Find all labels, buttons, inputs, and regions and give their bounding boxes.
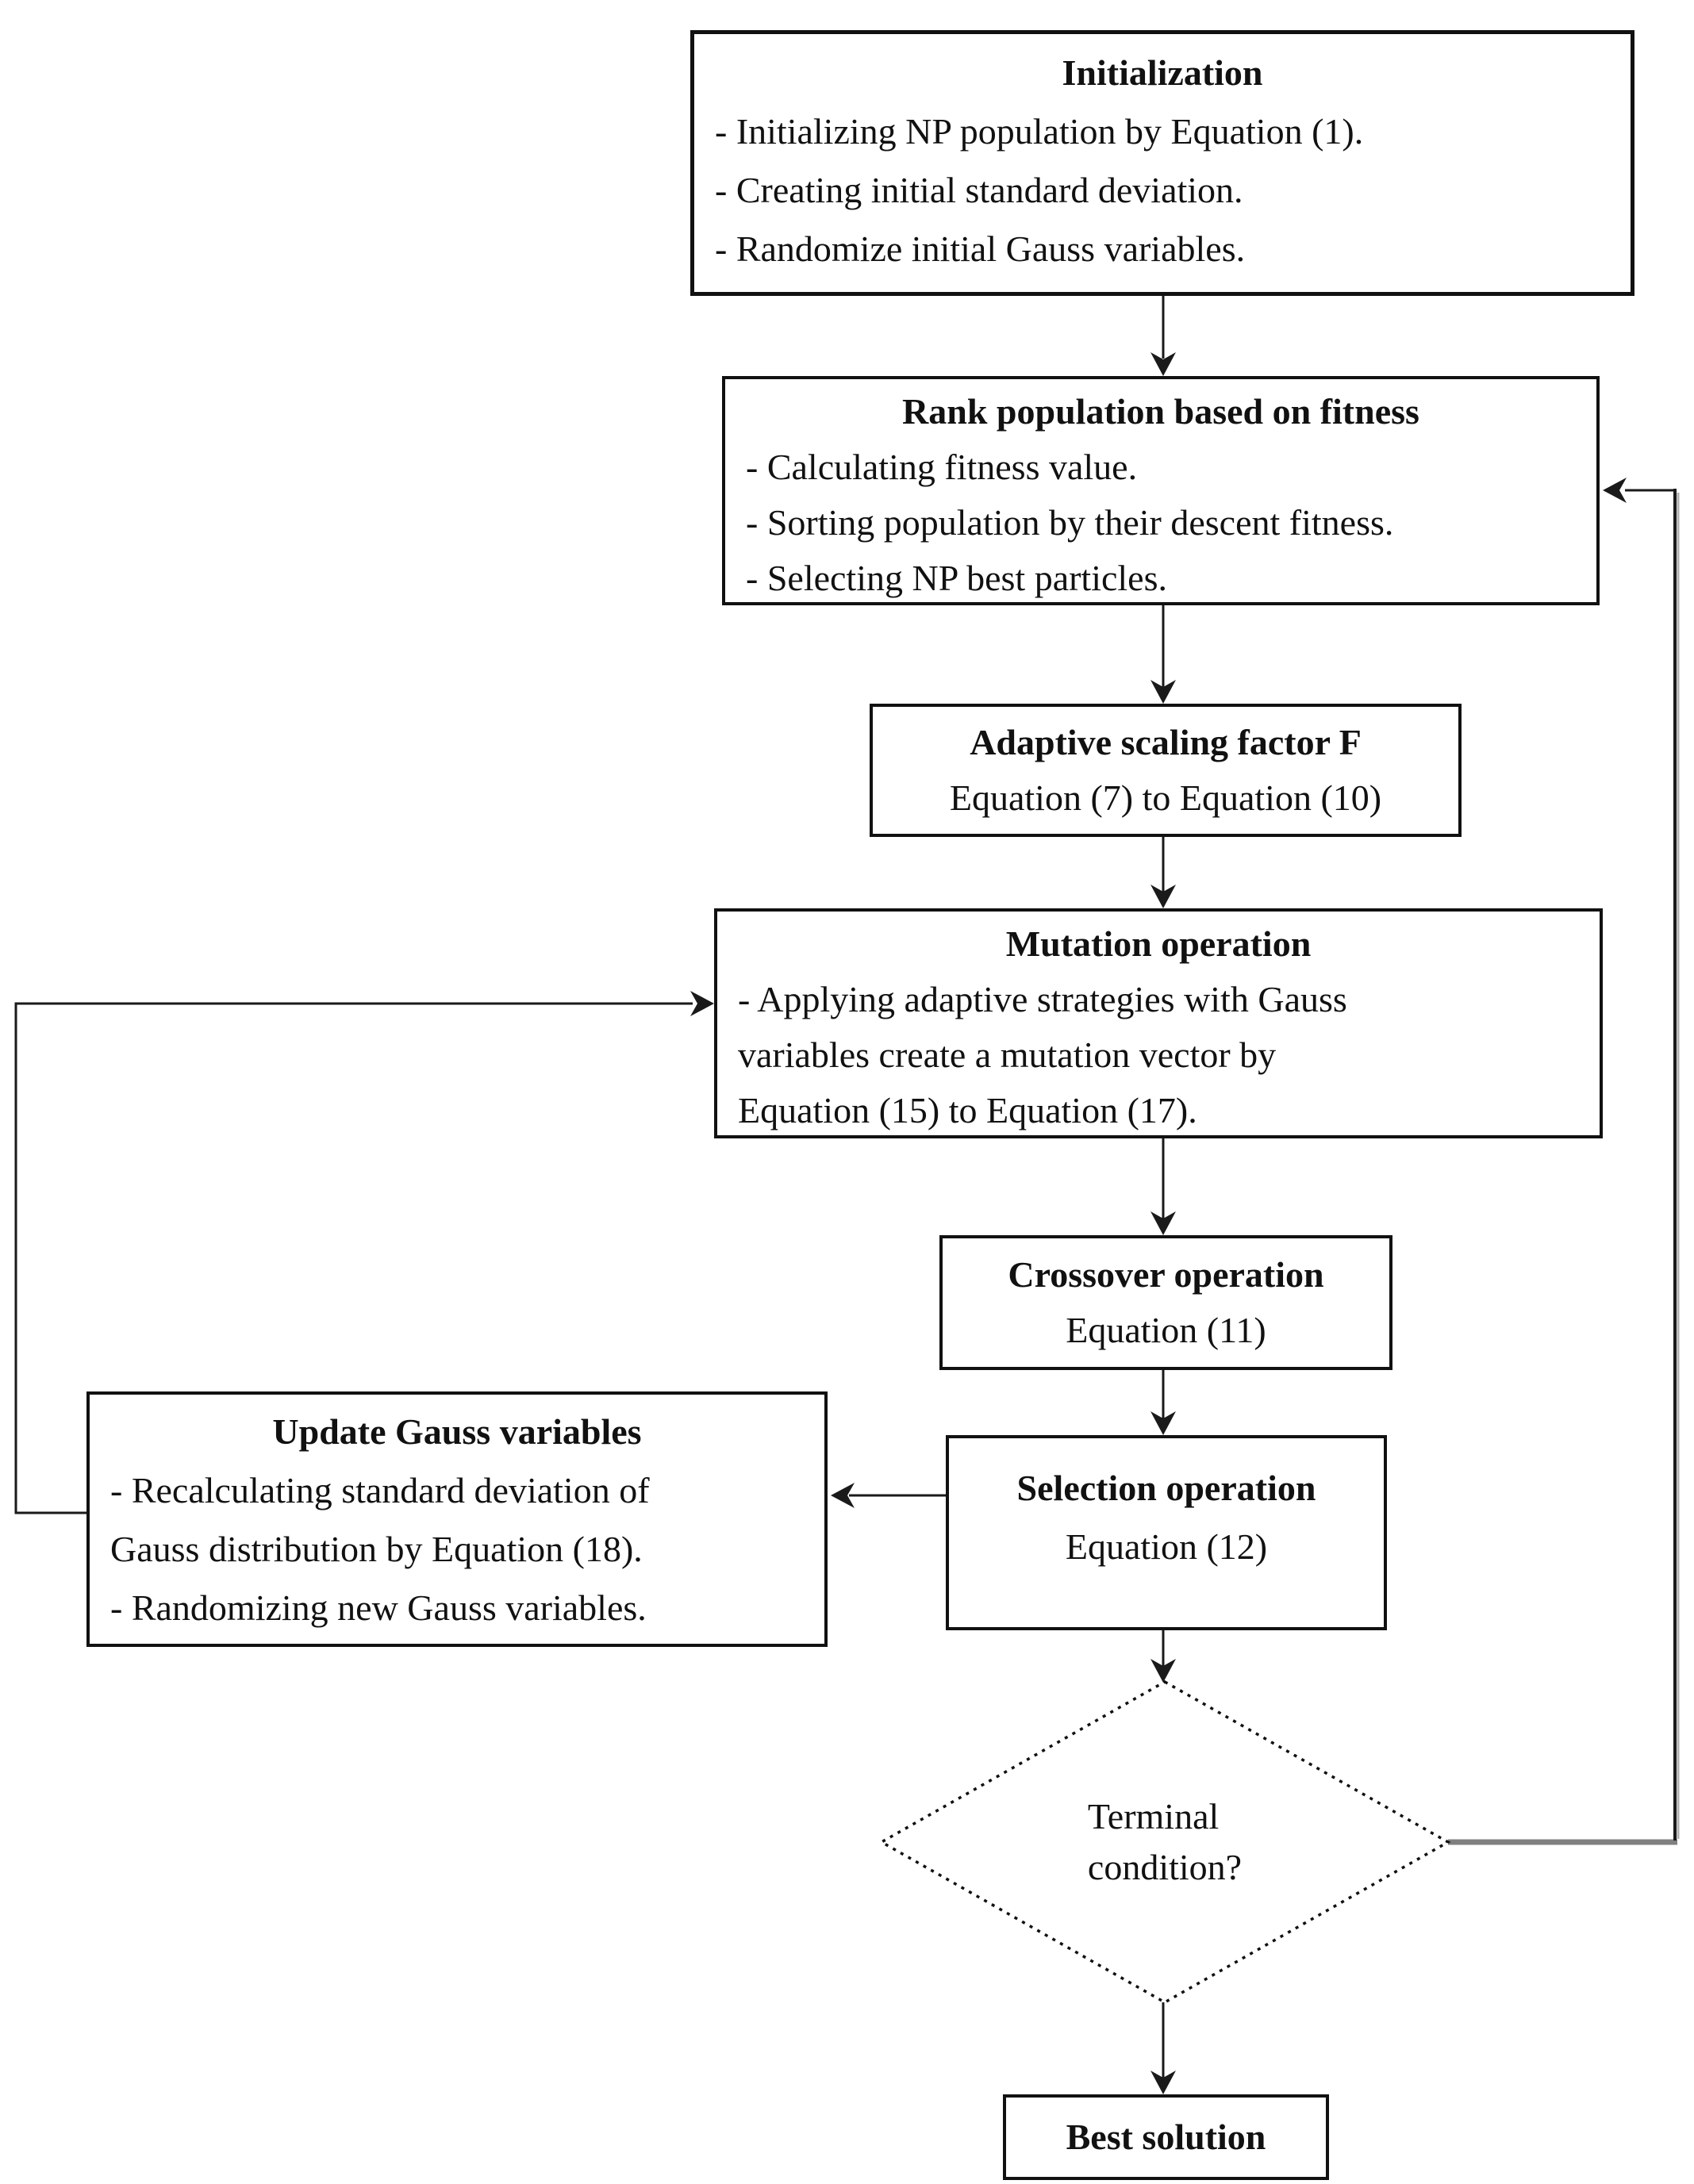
node-initialization-title: Initialization bbox=[1062, 52, 1263, 93]
node-adaptive-line: Equation (7) to Equation (10) bbox=[949, 777, 1382, 818]
node-initialization-line: - Creating initial standard deviation. bbox=[715, 170, 1243, 210]
arrowhead-down-icon bbox=[1150, 680, 1176, 704]
node-selection: Selection operation Equation (12) bbox=[946, 1435, 1387, 1630]
node-rank-title: Rank population based on fitness bbox=[902, 391, 1419, 432]
node-terminal-condition: Terminal condition? bbox=[882, 1682, 1448, 2002]
node-crossover-line: Equation (11) bbox=[1066, 1310, 1266, 1350]
node-initialization-line: - Randomize initial Gauss variables. bbox=[715, 228, 1246, 269]
node-initialization: Initialization - Initializing NP populat… bbox=[690, 30, 1634, 296]
node-crossover-title: Crossover operation bbox=[1008, 1254, 1324, 1295]
node-update-line: Gauss distribution by Equation (18). bbox=[110, 1529, 643, 1569]
arrowhead-down-icon bbox=[1150, 885, 1176, 908]
arrowhead-right-icon bbox=[690, 991, 714, 1016]
node-crossover: Crossover operation Equation (11) bbox=[939, 1235, 1392, 1370]
terminal-label-line: condition? bbox=[1087, 1847, 1243, 1887]
node-mutation-line: - Applying adaptive strategies with Gaus… bbox=[738, 979, 1347, 1019]
arrowhead-down-icon bbox=[1150, 2071, 1176, 2094]
node-best-title: Best solution bbox=[1066, 2117, 1266, 2157]
loop-update-to-mutation-line bbox=[14, 1002, 693, 1514]
node-adaptive-title: Adaptive scaling factor F bbox=[970, 722, 1362, 762]
arrowhead-down-icon bbox=[1150, 1211, 1176, 1235]
node-rank-line: - Sorting population by their descent fi… bbox=[746, 502, 1394, 543]
arrowhead-down-icon bbox=[1150, 1411, 1176, 1435]
arrowhead-down-icon bbox=[1150, 352, 1176, 376]
node-update-gauss: Update Gauss variables - Recalculating s… bbox=[86, 1391, 828, 1647]
node-mutation: Mutation operation - Applying adaptive s… bbox=[714, 908, 1603, 1138]
node-mutation-line: variables create a mutation vector by bbox=[738, 1034, 1277, 1075]
node-mutation-title: Mutation operation bbox=[1005, 923, 1312, 964]
arrowhead-left-icon bbox=[1603, 478, 1627, 503]
node-rank-line: - Selecting NP best particles. bbox=[746, 558, 1167, 598]
node-update-line: - Recalculating standard deviation of bbox=[110, 1470, 650, 1510]
arrowhead-left-icon bbox=[831, 1483, 855, 1508]
node-initialization-line: - Initializing NP population by Equation… bbox=[715, 111, 1364, 152]
node-rank-line: - Calculating fitness value. bbox=[746, 447, 1138, 487]
node-adaptive-scaling: Adaptive scaling factor F Equation (7) t… bbox=[870, 704, 1462, 837]
node-update-line: - Randomizing new Gauss variables. bbox=[110, 1587, 647, 1628]
terminal-label-line: Terminal bbox=[1087, 1796, 1220, 1837]
node-selection-title: Selection operation bbox=[1016, 1468, 1316, 1508]
node-update-title: Update Gauss variables bbox=[272, 1411, 642, 1452]
node-best-solution: Best solution bbox=[1003, 2094, 1329, 2180]
arrowhead-down-icon bbox=[1150, 1659, 1176, 1683]
node-rank-population: Rank population based on fitness - Calcu… bbox=[722, 376, 1600, 605]
node-selection-line: Equation (12) bbox=[1065, 1526, 1268, 1567]
node-mutation-line: Equation (15) to Equation (17). bbox=[738, 1090, 1197, 1130]
terminal-diamond-shape bbox=[878, 1679, 1451, 2005]
